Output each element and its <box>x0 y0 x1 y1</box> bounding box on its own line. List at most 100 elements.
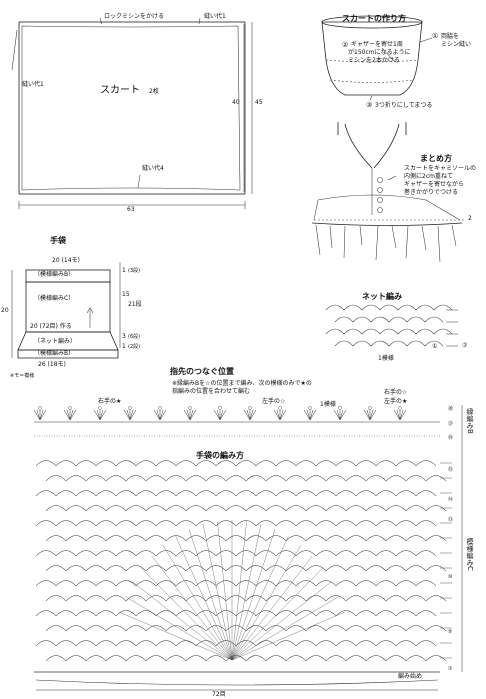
chain-arc <box>325 565 347 572</box>
chain-arc <box>105 475 127 482</box>
pineapple-ray <box>231 524 262 661</box>
chain-arc <box>405 475 427 482</box>
chain-arc <box>205 535 227 542</box>
chain-arc <box>275 580 297 587</box>
skirt-method-title: スカートの作り方 <box>342 14 406 23</box>
skirt-step1-line1: 両脇を <box>441 33 460 40</box>
chain-arc <box>105 655 127 662</box>
net-stitch-title: ネット編み <box>362 292 402 301</box>
pineapple-ray <box>202 524 233 661</box>
chain-arc <box>75 580 97 587</box>
chain-arc <box>255 550 277 557</box>
skirt-step2-line1: ギャザーを寄せ1周 <box>351 41 403 48</box>
chain-arc <box>215 490 237 497</box>
finger-left-star2: 左手の★ <box>384 398 408 405</box>
chain-arc <box>295 490 317 497</box>
chain-arc <box>235 520 257 527</box>
fan-stitch <box>219 409 224 421</box>
fan-stitch <box>99 409 104 421</box>
picot <box>338 406 342 410</box>
chain-arc <box>115 460 137 467</box>
fan-stitch <box>39 409 47 421</box>
mitten-dim-3: 21段 <box>128 301 142 308</box>
chain-arc <box>155 640 177 647</box>
chain-arc <box>385 475 407 482</box>
chain-arc <box>95 640 117 647</box>
chain-arc <box>245 535 267 542</box>
chain-arc <box>195 550 217 557</box>
chain-arc <box>145 535 167 542</box>
fan-stitch <box>273 409 281 421</box>
chain-arc <box>65 625 87 632</box>
chain-arc <box>95 610 117 617</box>
chain-arc <box>125 505 147 512</box>
chain-arc <box>185 625 207 632</box>
chain-arc <box>145 625 167 632</box>
chain-arc <box>425 565 447 572</box>
chain-arc <box>245 475 267 482</box>
chain-arc <box>35 490 57 497</box>
chain-arc <box>395 550 417 557</box>
chain-arc <box>315 550 337 557</box>
net-chain-arc <box>424 316 444 323</box>
chain-arc <box>285 595 307 602</box>
chain-arc <box>115 490 137 497</box>
picot <box>248 406 252 410</box>
net-chain-arc <box>397 328 417 335</box>
chain-arc <box>305 475 327 482</box>
chain-arc <box>35 640 57 647</box>
chain-arc <box>165 565 187 572</box>
chain-arc <box>155 490 177 497</box>
net-stitch-side-number: ⑦ <box>462 342 468 349</box>
finger-one-pattern: 1模様 <box>320 401 336 408</box>
net-chain-arc <box>379 328 399 335</box>
mitten-dim-1-sub: (3段) <box>128 268 141 274</box>
mitten-pattern-b-top: （模様編みB） <box>34 271 75 278</box>
chain-arc <box>305 535 327 542</box>
fan-stitch <box>63 409 71 421</box>
assembly-title: まとめ方 <box>420 154 452 163</box>
chain-arc <box>165 475 187 482</box>
chain-arc <box>295 520 317 527</box>
fan-stitch <box>159 409 164 421</box>
fan-stitch <box>279 409 284 421</box>
chain-arc <box>85 595 107 602</box>
chain-arc <box>345 595 367 602</box>
net-stitch-row-label: 1模様 <box>378 355 394 362</box>
chain-arc <box>175 460 197 467</box>
chain-arc <box>275 520 297 527</box>
chain-arc <box>95 490 117 497</box>
mitten-dim-5-sub: (2段) <box>128 344 141 350</box>
net-chain-arc <box>415 304 435 311</box>
chain-arc <box>225 595 247 602</box>
net-chain-arc <box>352 316 372 323</box>
fan-stitch <box>249 409 257 421</box>
chain-arc <box>95 580 117 587</box>
fan-stitch <box>69 409 77 421</box>
chain-arc <box>325 475 347 482</box>
chart-row-mark-1: ① <box>448 666 453 672</box>
chain-arc <box>425 625 447 632</box>
pineapple-ray <box>231 611 345 661</box>
net-chain-arc <box>370 340 390 347</box>
picot <box>68 406 72 410</box>
fan-stitch <box>189 409 194 421</box>
mitten-dim-1: 1 <box>122 267 126 274</box>
chain-arc <box>145 595 167 602</box>
chain-arc <box>305 565 327 572</box>
chain-arc <box>415 580 437 587</box>
chart-row-mark-5: ⑤ <box>448 629 453 635</box>
skirt-step3-text: 3つ折りにしてまつる <box>375 102 433 109</box>
chain-arc <box>145 475 167 482</box>
chain-arc <box>265 655 287 662</box>
pineapple-ray <box>217 521 233 661</box>
fan-stitch <box>183 409 191 421</box>
chain-arc <box>215 550 237 557</box>
chain-arc <box>55 460 77 467</box>
chain-arc <box>345 565 367 572</box>
chain-arc <box>375 490 397 497</box>
chain-arc <box>185 535 207 542</box>
chain-arc <box>195 460 217 467</box>
chain-arc <box>225 535 247 542</box>
